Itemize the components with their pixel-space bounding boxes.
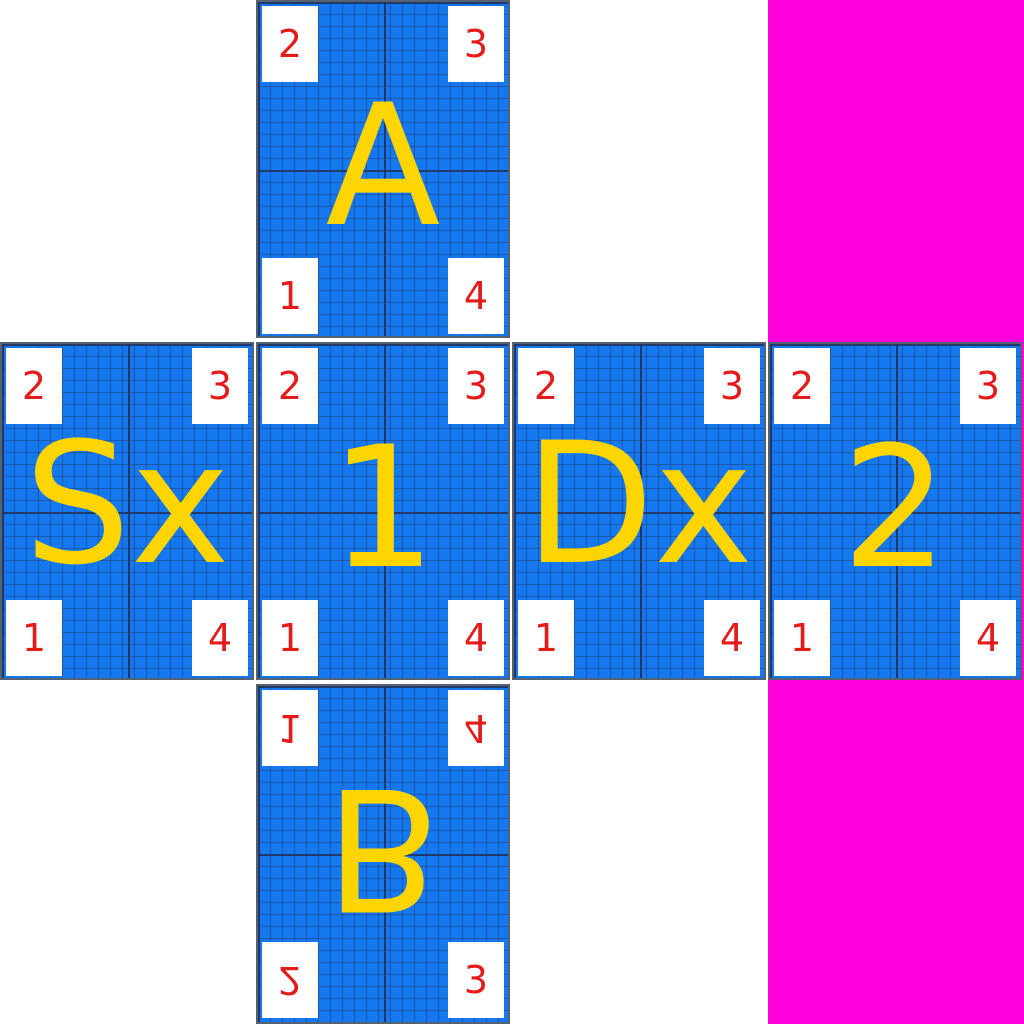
corner-top-left: 2 bbox=[262, 348, 318, 424]
face-label-left: Sx bbox=[23, 406, 231, 602]
face-right: 2 3 Dx 1 4 bbox=[512, 342, 766, 680]
corner-top-right: 3 bbox=[448, 6, 504, 82]
corner-bottom-left: 1 bbox=[518, 600, 574, 676]
corner-top-left: 2 bbox=[518, 348, 574, 424]
face-label-front: 1 bbox=[329, 410, 437, 606]
corner-bottom-right: 4 bbox=[192, 600, 248, 676]
face-label-back: 2 bbox=[841, 410, 949, 606]
face-front: 2 3 1 1 4 bbox=[256, 342, 510, 680]
corner-bottom-left: 2 bbox=[262, 942, 318, 1018]
corner-top-left: 2 bbox=[774, 348, 830, 424]
face-left: 2 3 Sx 1 4 bbox=[0, 342, 254, 680]
face-label-bottom: B bbox=[325, 750, 441, 946]
corner-top-left: 1 bbox=[262, 690, 318, 766]
corner-bottom-left: 1 bbox=[262, 600, 318, 676]
corner-top-right: 3 bbox=[192, 348, 248, 424]
face-bottom: 1 4 B 2 3 bbox=[256, 684, 510, 1024]
corner-bottom-right: 3 bbox=[448, 942, 504, 1018]
corner-bottom-right: 4 bbox=[448, 258, 504, 334]
corner-top-right: 3 bbox=[704, 348, 760, 424]
corner-top-right: 3 bbox=[960, 348, 1016, 424]
face-label-top: A bbox=[325, 68, 441, 264]
corner-top-right: 3 bbox=[448, 348, 504, 424]
corner-bottom-left: 1 bbox=[262, 258, 318, 334]
corner-bottom-right: 4 bbox=[704, 600, 760, 676]
corner-bottom-left: 1 bbox=[774, 600, 830, 676]
corner-bottom-left: 1 bbox=[6, 600, 62, 676]
face-back: 2 3 2 1 4 bbox=[768, 342, 1022, 680]
face-label-right: Dx bbox=[524, 406, 754, 602]
face-top: 2 3 A 1 4 bbox=[256, 0, 510, 338]
corner-top-left: 2 bbox=[262, 6, 318, 82]
corner-bottom-right: 4 bbox=[960, 600, 1016, 676]
corner-top-right: 4 bbox=[448, 690, 504, 766]
corner-bottom-right: 4 bbox=[448, 600, 504, 676]
corner-top-left: 2 bbox=[6, 348, 62, 424]
